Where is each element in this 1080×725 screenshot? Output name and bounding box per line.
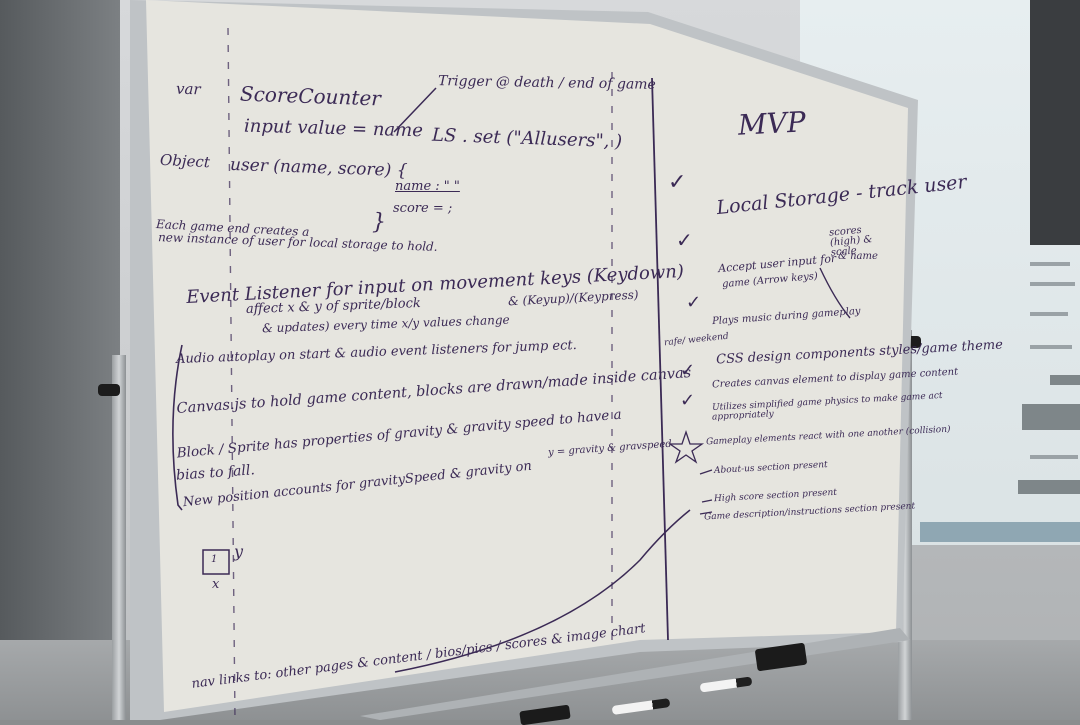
list-dashes [699,469,713,515]
bracket-line [172,344,183,511]
var-label: var [175,79,201,99]
star-mark [667,429,705,464]
x-axis-label: x [212,577,220,592]
nav-arrow [394,509,691,673]
board-surface [146,0,908,712]
stand-leg-left [112,355,126,720]
object-label: Object [159,150,211,172]
mvp-title: MVP [737,105,807,142]
projected-button [1018,480,1080,494]
dashed-margin-line [227,27,236,720]
close-brace: } [372,210,386,235]
input-line: input value = name [243,115,424,142]
check-mark: ✓ [680,390,696,411]
name-field: name : " " [395,179,460,194]
score-field: score = ; [393,201,453,216]
mvp-bracket [819,267,851,319]
stand-knob-left [98,384,120,396]
check-mark: ✓ [676,228,693,252]
projected-text-line [1030,455,1078,459]
square-diagram [202,549,230,575]
trigger-note: Trigger @ death / end of game [437,73,656,93]
projected-text-line [1030,345,1072,349]
name-note: & name [838,251,878,262]
score-counter-text: ScoreCounter [239,81,382,111]
projected-button [1050,375,1080,385]
check-mark: ✓ [680,360,696,381]
check-mark: ✓ [668,170,687,195]
y-axis-label: y [234,542,244,561]
square-label: 1 [211,554,218,565]
left-wall [0,0,120,720]
projected-text-line [1030,262,1070,266]
projected-text-line [1030,282,1075,286]
check-mark: ✓ [686,292,702,313]
trigger-pointer [393,87,437,133]
projected-dark-panel [1030,0,1080,245]
projected-taskbar [920,522,1080,542]
projected-button [1022,404,1080,430]
projected-text-line [1030,312,1068,316]
column-divider [651,77,669,641]
